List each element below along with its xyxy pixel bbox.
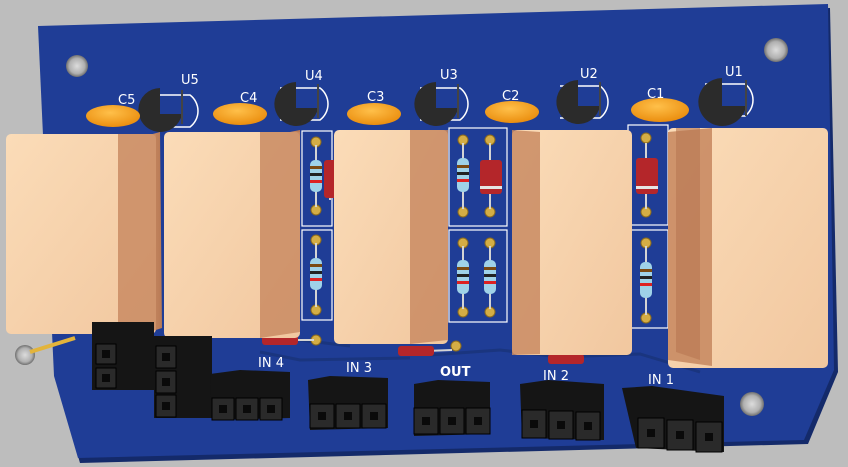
- pads: [310, 132, 652, 352]
- connector-headers: [210, 370, 724, 453]
- transistor-u2: [556, 80, 601, 124]
- relay-1: [6, 132, 162, 336]
- label-u3: U3: [440, 68, 458, 83]
- diode: [548, 354, 584, 364]
- resistors: [310, 143, 652, 315]
- resistor: [310, 145, 322, 207]
- header-pin-left: [29, 336, 76, 354]
- transistor-u1: [698, 78, 747, 126]
- capacitor-c4: [213, 103, 267, 125]
- label-in3: IN 3: [346, 361, 372, 376]
- relay-2: [164, 130, 300, 338]
- header-in3: [308, 376, 388, 430]
- label-u1: U1: [725, 65, 743, 80]
- label-in1: IN 1: [648, 373, 674, 388]
- label-out: OUT: [440, 365, 471, 380]
- capacitor-c5: [86, 105, 140, 127]
- capacitor-c3: [347, 103, 401, 125]
- relay-5: [668, 128, 828, 368]
- mounting-holes: [15, 38, 788, 416]
- label-in2: IN 2: [543, 369, 569, 384]
- label-c5: C5: [118, 93, 135, 108]
- capacitor-c2: [485, 101, 539, 123]
- resistor: [484, 246, 496, 309]
- mounting-hole: [740, 392, 764, 416]
- diodes: [262, 143, 658, 364]
- header-out: [413, 380, 491, 436]
- capacitors: [86, 98, 689, 127]
- header-vertical: [92, 322, 154, 390]
- relay-4: [512, 130, 632, 355]
- mounting-hole: [15, 345, 35, 365]
- header-in1: [622, 386, 724, 453]
- connector-labels: IN 4 IN 3 OUT IN 2 IN 1: [258, 356, 674, 388]
- header-in2: [520, 380, 604, 441]
- transistor-labels: U5 U4 U3 U2 U1: [181, 65, 743, 88]
- transistor-u4: [274, 82, 319, 126]
- label-u2: U2: [580, 67, 598, 82]
- label-c4: C4: [240, 91, 257, 106]
- header-vertical: [154, 336, 212, 418]
- mounting-hole: [764, 38, 788, 62]
- resistor: [640, 246, 652, 315]
- capacitor-labels: C5 C4 C3 C2 C1: [118, 87, 664, 108]
- left-headers: [92, 322, 212, 418]
- diode: [480, 143, 502, 209]
- label-in4: IN 4: [258, 356, 284, 371]
- diode: [398, 346, 453, 356]
- label-c2: C2: [502, 89, 519, 104]
- label-c3: C3: [367, 90, 384, 105]
- mounting-hole: [66, 55, 88, 77]
- transistor-u5: [138, 88, 183, 132]
- label-u5: U5: [181, 73, 199, 88]
- transistors: [138, 78, 747, 132]
- label-u4: U4: [305, 69, 323, 84]
- capacitor-c1: [631, 98, 689, 122]
- header-in4: [210, 370, 290, 421]
- diode: [636, 143, 658, 209]
- relay-3: [334, 130, 448, 344]
- resistor: [457, 143, 469, 209]
- resistor: [457, 246, 469, 309]
- label-c1: C1: [647, 87, 664, 102]
- relays: [6, 128, 828, 368]
- resistor: [310, 243, 322, 307]
- transistor-u3: [414, 82, 459, 126]
